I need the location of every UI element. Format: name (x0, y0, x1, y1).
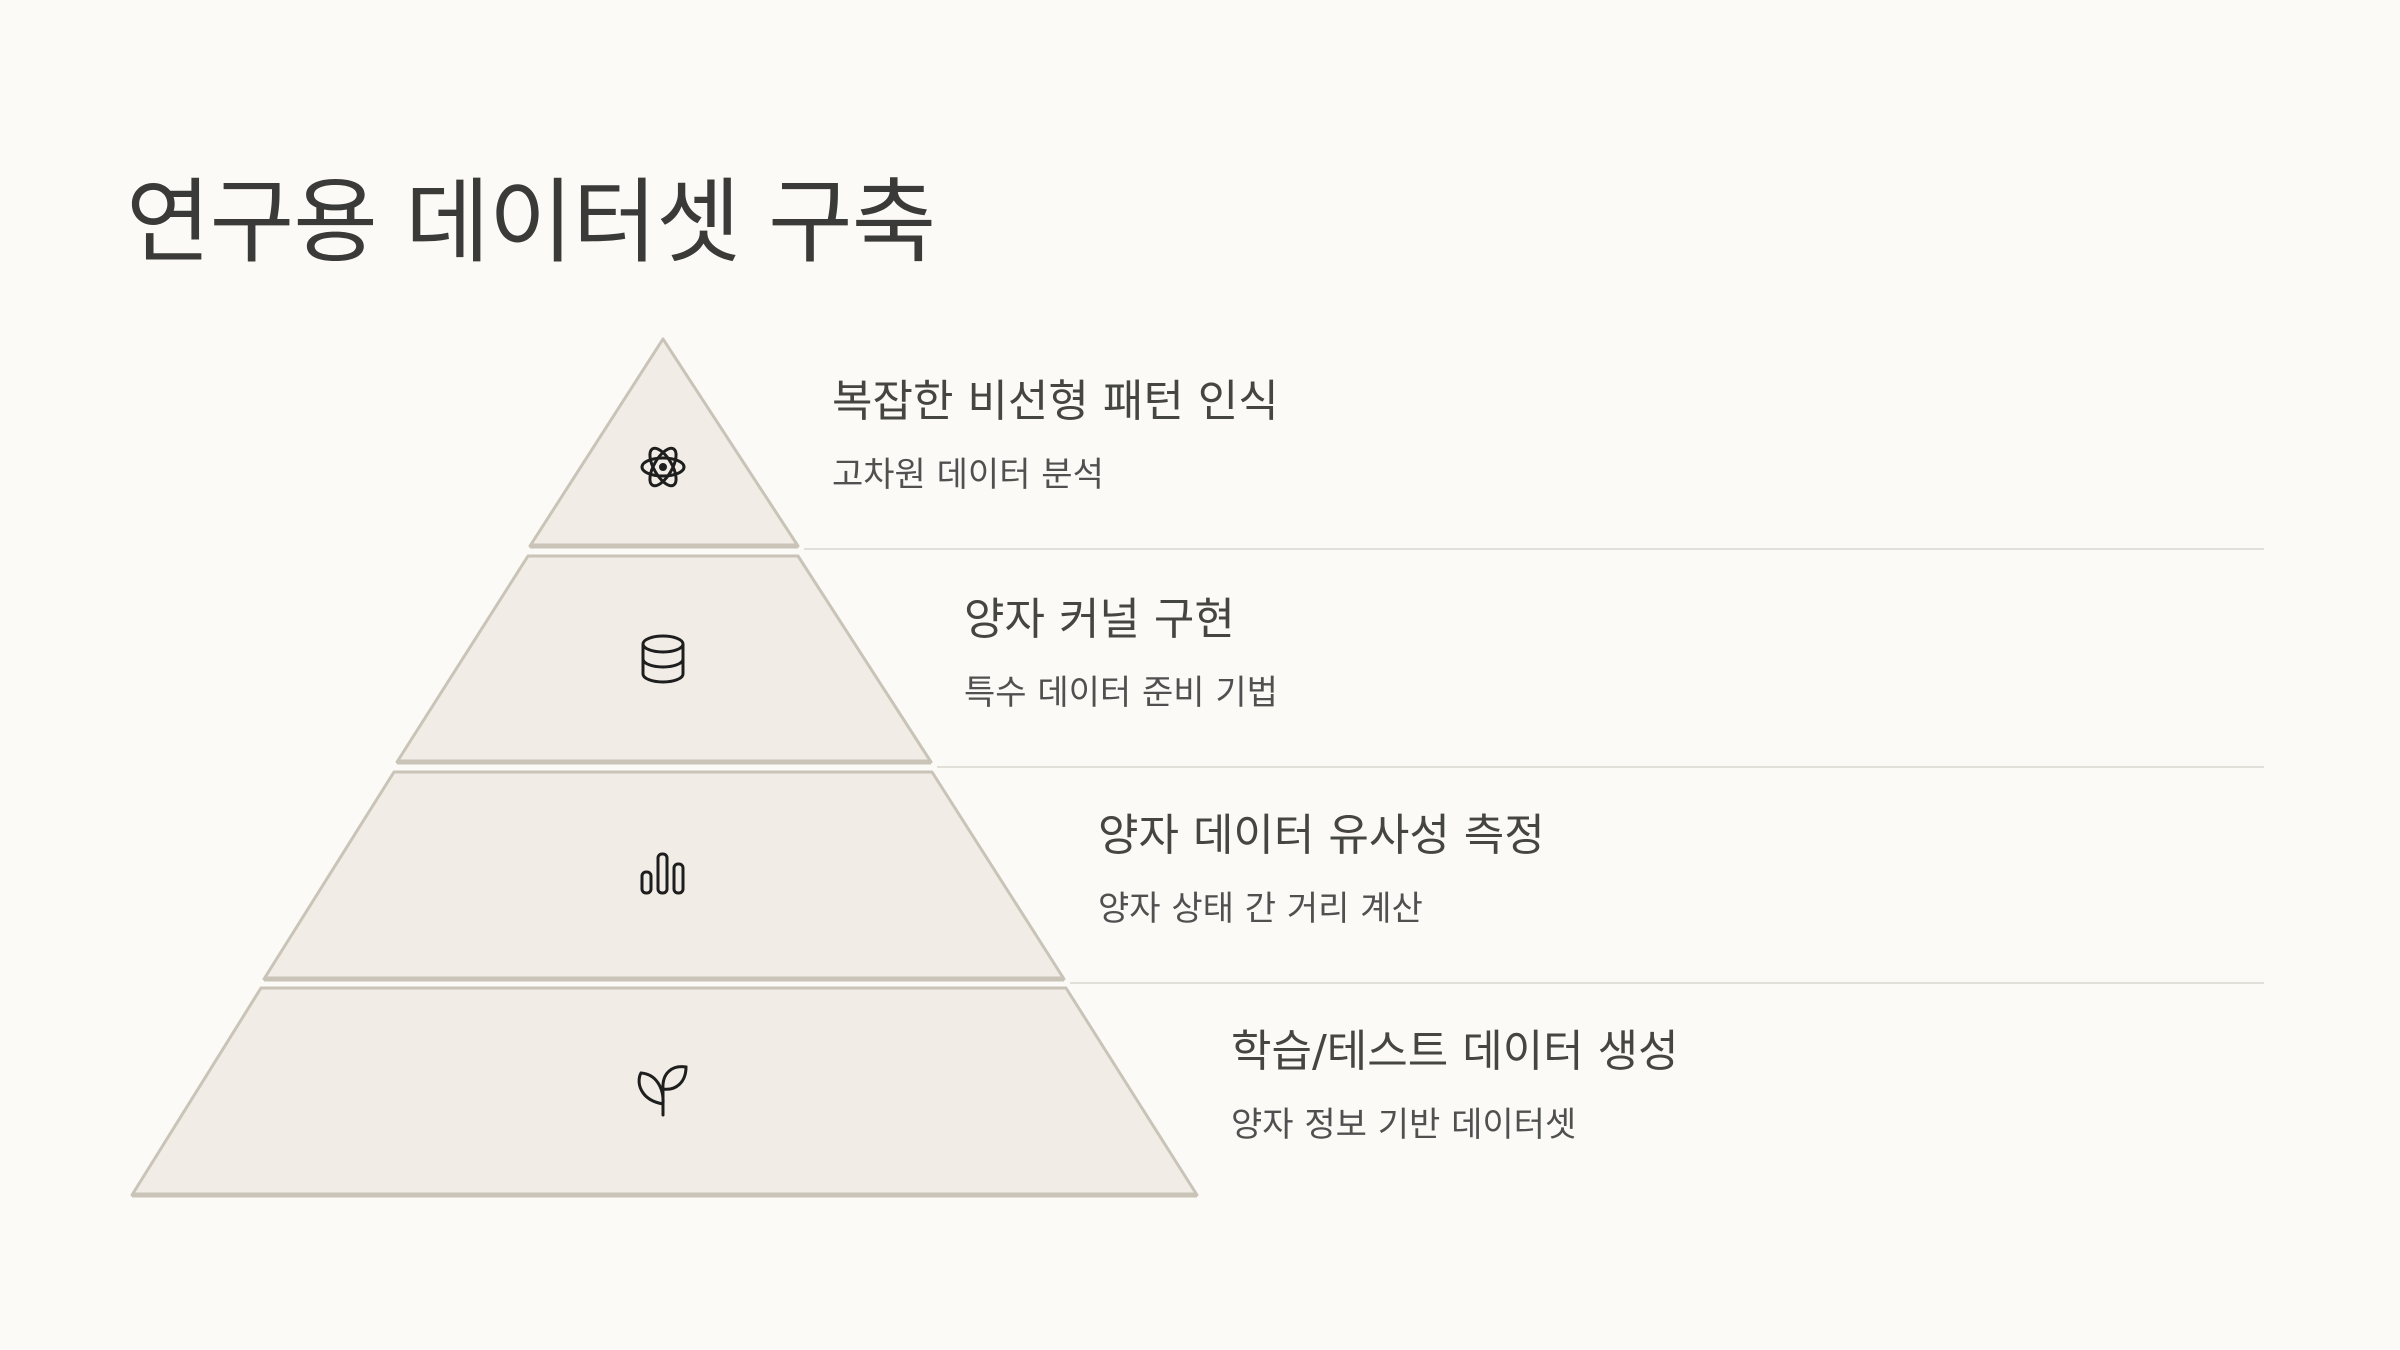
pyramid-tier-3 (262, 770, 1066, 982)
pyramid-tier-1 (528, 337, 800, 549)
bar-chart-icon (640, 852, 685, 895)
pyramid-tier-2 (395, 554, 933, 765)
tier-heading: 학습/테스트 데이터 생성 (1231, 1026, 1679, 1077)
tier-subtitle: 양자 정보 기반 데이터셋 (1231, 1105, 1577, 1145)
tier-2-text: 양자 커널 구현 특수 데이터 준비 기법 (964, 594, 1278, 713)
tier-heading: 복잡한 비선형 패턴 인식 (832, 376, 1279, 427)
sprout-icon (637, 1065, 688, 1117)
tier-subtitle: 양자 상태 간 거리 계산 (1098, 889, 1423, 929)
tier-3-text: 양자 데이터 유사성 측정 양자 상태 간 거리 계산 (1098, 810, 1545, 929)
tier-divider (937, 766, 2264, 768)
tier-4-text: 학습/테스트 데이터 생성 양자 정보 기반 데이터셋 (1231, 1026, 1679, 1145)
atom-icon (640, 446, 686, 488)
page-title: 연구용 데이터셋 구축 (126, 169, 936, 276)
tier-divider (804, 548, 2264, 550)
tier-subtitle: 고차원 데이터 분석 (832, 455, 1104, 495)
database-icon (641, 634, 685, 684)
tier-heading: 양자 커널 구현 (964, 594, 1235, 645)
tier-heading: 양자 데이터 유사성 측정 (1098, 810, 1545, 861)
tier-subtitle: 특수 데이터 준비 기법 (964, 673, 1278, 713)
tier-1-text: 복잡한 비선형 패턴 인식 고차원 데이터 분석 (832, 376, 1279, 495)
tier-divider (1070, 982, 2264, 984)
